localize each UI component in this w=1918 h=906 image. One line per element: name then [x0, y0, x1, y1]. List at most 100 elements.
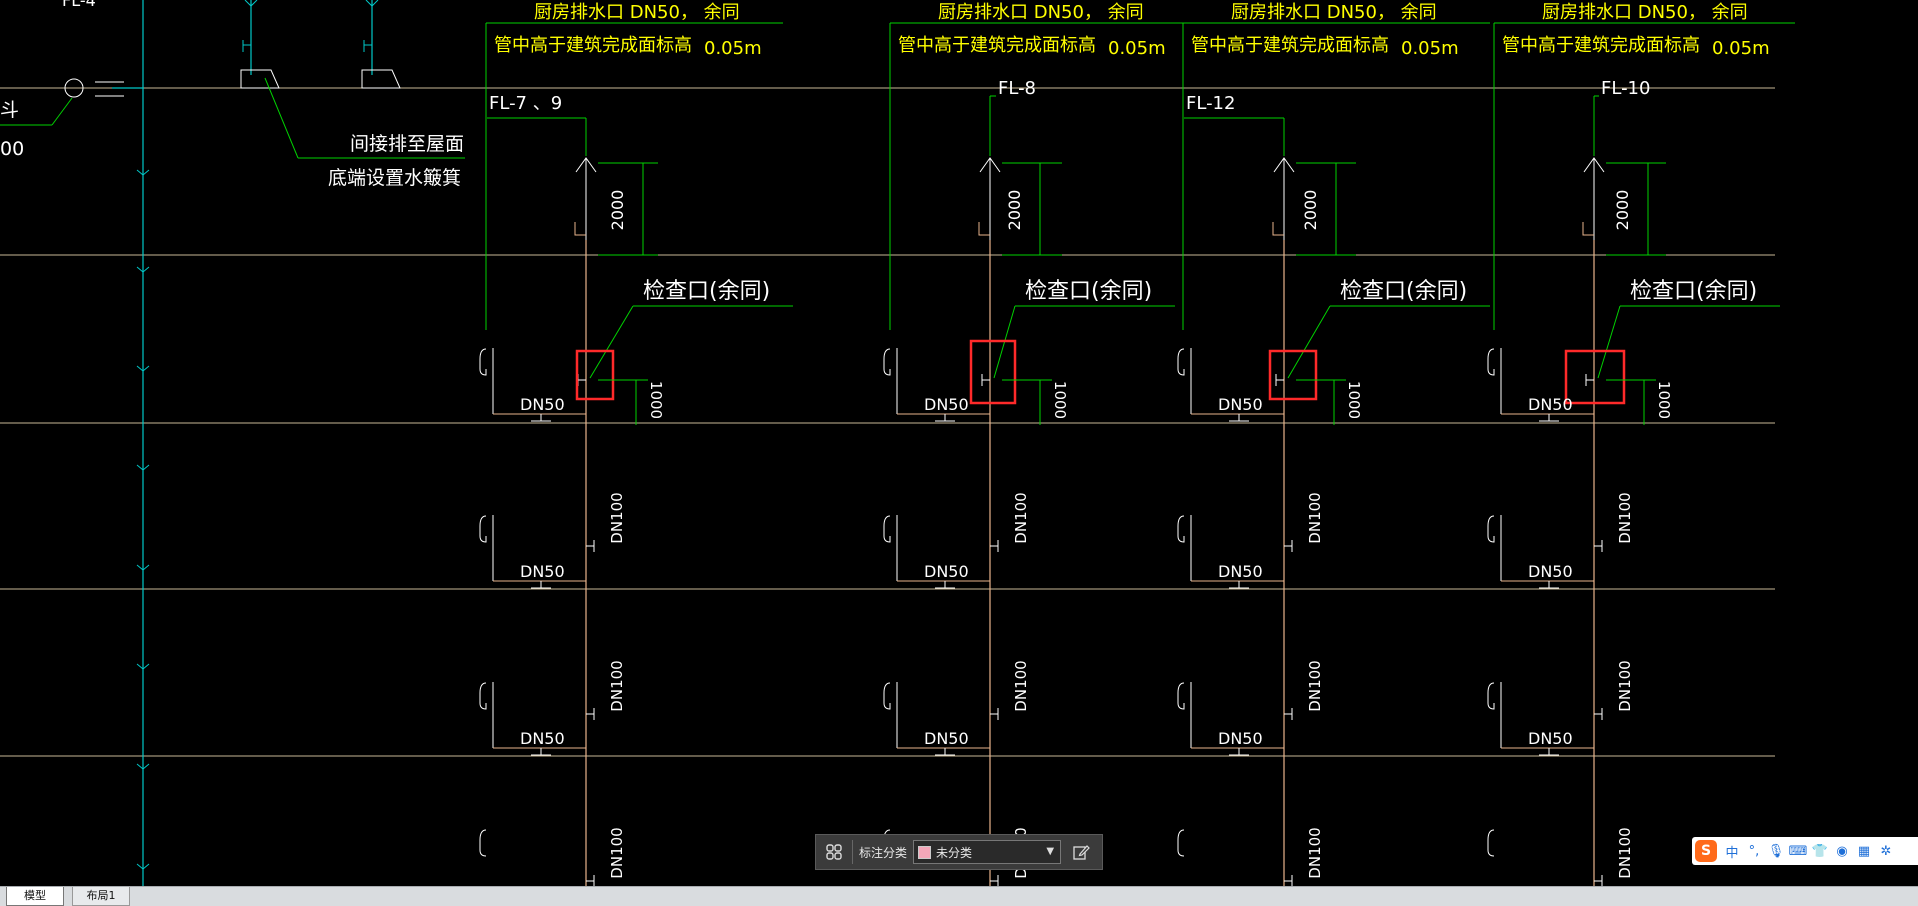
flow-arrow-marker [136, 169, 150, 176]
heading-elevation-note: 管中高于建筑完成面标高 [494, 35, 692, 56]
shirt-icon[interactable]: 👕 [1811, 843, 1829, 859]
leader-line [51, 97, 73, 126]
annotation-category-label: 标注分类 [859, 845, 908, 860]
riser-size-label: DN100 [608, 660, 626, 711]
flow-arrow-marker [365, 0, 379, 7]
cleanout-label: 检查口(余同) [1630, 279, 1757, 304]
dimension-2000: 2000 [608, 190, 627, 231]
flow-arrow-marker [136, 564, 150, 571]
riser-size-label: DN100 [1616, 660, 1634, 711]
partial-label-dim: 00 [0, 138, 24, 160]
drain-pan-icon [361, 69, 401, 89]
cleanout-leader [589, 305, 634, 379]
p-trap-icon [1177, 682, 1185, 710]
layout-tab-bar: 模型 布局1 [0, 886, 1918, 906]
branch-size-label: DN50 [1218, 562, 1263, 581]
cleanout-leader [1287, 305, 1331, 379]
riser-label: FL-7 、9 [489, 93, 562, 114]
cleanout-label: 检查口(余同) [1340, 279, 1467, 304]
p-trap-icon [1487, 682, 1495, 710]
microphone-icon[interactable]: 🎙 [1767, 843, 1785, 859]
trap-fitting [1582, 222, 1594, 236]
riser-size-label: DN100 [1616, 827, 1634, 878]
flow-arrow-marker [136, 365, 150, 372]
cleanout-leader [1597, 305, 1621, 379]
cleanout-label: 检查口(余同) [643, 279, 770, 304]
p-trap-icon [883, 348, 891, 376]
punctuation-toggle[interactable]: °, [1748, 843, 1760, 859]
branch-size-label: DN50 [1218, 395, 1263, 414]
heading-drain-outlet: 厨房排水口 DN50， 余同 [1542, 2, 1748, 23]
highlight-box [969, 339, 1017, 405]
edit-icon[interactable] [1069, 840, 1093, 864]
annotation-category-toolbar: 标注分类 未分类 ▼ [815, 834, 1103, 870]
funnel-icon [64, 78, 84, 98]
branch-size-label: DN50 [924, 729, 969, 748]
tab-layout1[interactable]: 布局1 [72, 887, 130, 906]
dimension-2000: 2000 [1005, 190, 1024, 231]
settings-icon[interactable]: ✲ [1880, 843, 1892, 859]
keyboard-icon[interactable]: ⌨ [1788, 843, 1808, 859]
riser-size-label: DN100 [1012, 660, 1030, 711]
annotation-category-value: 未分类 [936, 845, 973, 860]
highlight-box [575, 349, 615, 401]
branch-size-label: DN50 [520, 395, 565, 414]
ime-mode-toggle[interactable]: 中 [1725, 845, 1739, 861]
trap-fitting [1272, 222, 1284, 236]
drain-pan-icon [240, 69, 280, 89]
dimension-1000: 1000 [1345, 381, 1363, 419]
heading-drain-outlet: 厨房排水口 DN50， 余同 [1231, 2, 1437, 23]
note-indirect-drain: 间接排至屋面 [350, 133, 464, 155]
flow-arrow-marker [136, 663, 150, 670]
apps-icon[interactable]: ▦ [1857, 843, 1871, 859]
robot-icon[interactable]: ◉ [1836, 843, 1848, 859]
grid-icon[interactable] [822, 840, 846, 864]
flow-arrow-marker [136, 464, 150, 471]
p-trap-icon [883, 682, 891, 710]
category-color-swatch [918, 845, 932, 859]
heading-drain-outlet: 厨房排水口 DN50， 余同 [534, 2, 740, 23]
p-trap-icon [1177, 515, 1185, 543]
heading-elevation-note: 管中高于建筑完成面标高 [898, 35, 1096, 56]
p-trap-icon [883, 515, 891, 543]
flow-arrow-marker [136, 863, 150, 870]
branch-size-label: DN50 [924, 395, 969, 414]
heading-elevation-note: 管中高于建筑完成面标高 [1502, 35, 1700, 56]
riser-size-label: DN100 [608, 827, 626, 878]
riser-label: FL-12 [1186, 93, 1235, 114]
dimension-2000: 2000 [1301, 190, 1320, 231]
p-trap-icon [479, 682, 487, 710]
dimension-1000: 1000 [647, 381, 665, 419]
annotation-category-select[interactable]: 未分类 ▼ [913, 840, 1062, 864]
riser-size-label: DN100 [1306, 660, 1324, 711]
heading-elevation-value: 0.05m [704, 38, 762, 59]
sogou-logo[interactable]: S [1695, 840, 1717, 862]
partial-label-fl4: FL-4 [62, 0, 96, 10]
riser-label: FL-10 [1601, 78, 1650, 99]
chevron-down-icon: ▼ [1046, 846, 1055, 857]
dimension-1000: 1000 [1051, 381, 1069, 419]
leader-line [264, 77, 299, 159]
riser-size-label: DN100 [1306, 827, 1324, 878]
branch-size-label: DN50 [1528, 395, 1573, 414]
p-trap-icon [1487, 829, 1495, 857]
ime-status-bar: S 中 °, 🎙 ⌨ 👕 ◉ ▦ ✲ [1692, 837, 1918, 865]
p-trap-icon [479, 348, 487, 376]
heading-elevation-note: 管中高于建筑完成面标高 [1191, 35, 1389, 56]
trap-fitting [978, 222, 990, 236]
flow-arrow-marker [136, 266, 150, 273]
riser-size-label: DN100 [1012, 492, 1030, 543]
riser-label: FL-8 [998, 78, 1036, 99]
highlight-box [1268, 349, 1318, 401]
p-trap-icon [1177, 348, 1185, 376]
branch-size-label: DN50 [520, 729, 565, 748]
heading-elevation-value: 0.05m [1108, 38, 1166, 59]
note-water-dustpan: 底端设置水簸箕 [328, 167, 461, 189]
riser-size-label: DN100 [608, 492, 626, 543]
dimension-1000: 1000 [1655, 381, 1673, 419]
heading-drain-outlet: 厨房排水口 DN50， 余同 [938, 2, 1144, 23]
cad-drawing-canvas[interactable]: 间接排至屋面底端设置水簸箕 斗 00 FL-4 厨房排水口 DN50， 余同管中高于建筑… [0, 0, 1918, 886]
partial-label-funnel: 斗 [0, 99, 19, 121]
tab-model[interactable]: 模型 [6, 887, 64, 906]
